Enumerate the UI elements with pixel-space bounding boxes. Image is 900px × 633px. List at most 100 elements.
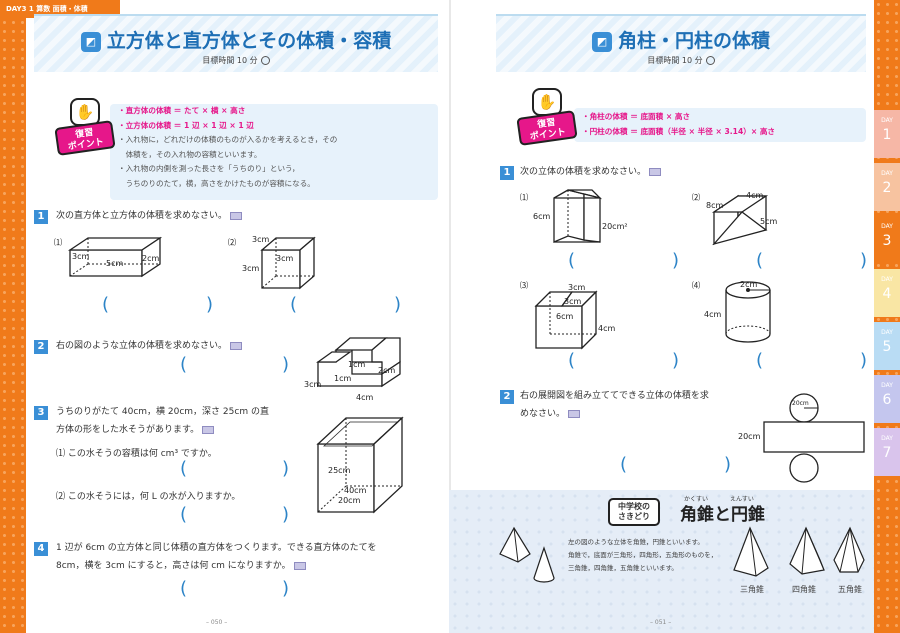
dim-label: 20cm	[338, 496, 361, 505]
clock-icon	[705, 56, 715, 65]
question-text: 方体の形をした水そうがあります。	[56, 421, 215, 439]
answer-paren-right: )	[282, 458, 290, 479]
day-tab-number: 6	[882, 392, 892, 408]
day-tab-number: 1	[882, 127, 892, 143]
clock-icon	[260, 56, 270, 65]
answer-paren-left[interactable]: (	[180, 354, 188, 375]
dim-label: 20cm	[738, 432, 761, 441]
answer-paren-left[interactable]: (	[620, 454, 628, 475]
question-text: 右の展開図を組み立ててできる立体の体積を求	[520, 391, 709, 401]
cube-figure	[260, 236, 316, 290]
left-target-text: 目標時間 10 分	[202, 56, 258, 65]
left-page-title: ◩立方体と直方体とその体積・容積	[34, 26, 438, 53]
dim-label: 6cm	[533, 212, 551, 221]
day-tab-word: DAY	[881, 223, 893, 230]
dim-label: 3cm	[242, 264, 260, 273]
point-line: ・立方体の体積 ＝ 1 辺 × 1 辺 × 1 辺	[118, 120, 254, 130]
sub-question: ⑵ この水そうには，何 L の水が入りますか。	[56, 492, 241, 502]
dim-label: 4cm	[746, 191, 764, 200]
question-number: 4	[34, 542, 48, 556]
answer-paren-left[interactable]: (	[290, 294, 298, 315]
volume-icon: ◩	[591, 31, 612, 52]
dim-label: 25cm	[328, 466, 351, 475]
answer-paren-right: )	[206, 294, 214, 315]
answer-paren-left[interactable]: (	[756, 350, 764, 371]
day-tab-4[interactable]: DAY 4	[874, 269, 900, 317]
left-review-box: ・直方体の体積 ＝ たて × 横 × 高さ ・立方体の体積 ＝ 1 辺 × 1 …	[110, 104, 438, 200]
shape-name: 四角錐	[792, 585, 816, 594]
water-tank-figure	[316, 416, 404, 514]
junior-high-badge: 中学校の さきどり	[608, 498, 660, 526]
q3-text: 方体の形をした水そうがあります。	[56, 425, 200, 435]
answer-paren-right: )	[282, 504, 290, 525]
dim-label: 2cm	[142, 254, 160, 263]
step-solid-figure	[315, 337, 401, 388]
answer-paren-left[interactable]: (	[180, 504, 188, 525]
answer-paren-right: )	[394, 294, 402, 315]
cylinder-net-figure	[763, 393, 865, 483]
day-tab-number: 4	[882, 286, 892, 302]
dim-label: 1cm	[348, 360, 366, 369]
column-line: 角錐で，底面が三角形，四角形，五角形のものを，	[568, 551, 718, 559]
question-text: うちのりがたて 40cm，横 20cm，深さ 25cm の直	[56, 407, 269, 417]
sub-label: ⑵	[692, 193, 700, 202]
day-tab-word: DAY	[881, 276, 893, 283]
day-tab-number: 5	[882, 339, 892, 355]
dim-label: 3cm	[564, 297, 582, 306]
dim-label: 5cm	[106, 259, 124, 268]
rq1-text: 次の立体の体積を求めなさい。	[520, 167, 647, 177]
day-tab-6[interactable]: DAY 6	[874, 375, 900, 423]
question-number: 2	[500, 390, 514, 404]
answer-paren-left[interactable]: (	[180, 578, 188, 599]
dim-label: 3cm	[72, 252, 90, 261]
point-line: ・入れ物に，どれだけの体積のものが入るかを考えるとき，その	[118, 135, 338, 144]
day-header: DAY3 1 算数 面積・体積	[0, 0, 120, 18]
question-text: 8cm，横を 3cm にすると，高さは何 cm になりますか。	[56, 557, 306, 575]
answer-paren-left[interactable]: (	[568, 350, 576, 371]
review-point-label: 復習 ポイント	[516, 110, 578, 146]
day-tab-5[interactable]: DAY 5	[874, 322, 900, 370]
dim-label: 5cm	[760, 217, 778, 226]
ruby-text: かくすい	[684, 496, 709, 503]
answer-paren-left[interactable]: (	[180, 458, 188, 479]
right-review-badge: ✋ 復習 ポイント	[516, 88, 578, 146]
day-tab-number: 2	[882, 180, 892, 196]
left-title-banner: ◩立方体と直方体とその体積・容積 目標時間 10 分	[34, 14, 438, 72]
sub-label: ⑷	[692, 281, 700, 290]
answer-paren-left[interactable]: (	[568, 250, 576, 271]
flag-icon	[230, 211, 243, 220]
hand-icon: ✋	[532, 88, 562, 116]
right-target-time: 目標時間 10 分	[496, 55, 866, 66]
question-text: めなさい。	[520, 405, 581, 423]
left-target-time: 目標時間 10 分	[34, 55, 438, 66]
column-title: 角錐と円錐	[680, 505, 765, 525]
flag-icon	[230, 341, 243, 350]
shape-name: 五角錐	[838, 585, 862, 594]
sub-label: ⑵	[228, 238, 236, 247]
right-review-box: ・角柱の体積 ＝ 底面積 × 高さ ・円柱の体積 ＝ 底面積（半径 × 半径 ×…	[574, 108, 866, 142]
dim-label: 2cm	[740, 280, 758, 289]
question-number: 2	[34, 340, 48, 354]
pyramids-figure	[733, 526, 865, 577]
sub-label: ⑴	[54, 238, 62, 247]
day-tab-3[interactable]: DAY 3	[874, 216, 900, 264]
rq2-text: めなさい。	[520, 409, 566, 419]
answer-paren-left[interactable]: (	[756, 250, 764, 271]
book-spine	[449, 0, 451, 633]
dim-label: 3cm	[568, 283, 586, 292]
flag-icon	[202, 425, 215, 434]
dim-label: 4cm	[356, 393, 374, 402]
day-tab-number: 3	[882, 233, 892, 249]
dim-label: 2cm	[378, 366, 396, 375]
day-tab-word: DAY	[881, 382, 893, 389]
day-tab-word: DAY	[881, 329, 893, 336]
review-point-label: 復習 ポイント	[54, 120, 116, 156]
question-text: 次の直方体と立方体の体積を求めなさい。	[56, 207, 243, 225]
answer-paren-right: )	[282, 578, 290, 599]
answer-paren-left[interactable]: (	[102, 294, 110, 315]
sub-label: ⑶	[520, 281, 528, 290]
